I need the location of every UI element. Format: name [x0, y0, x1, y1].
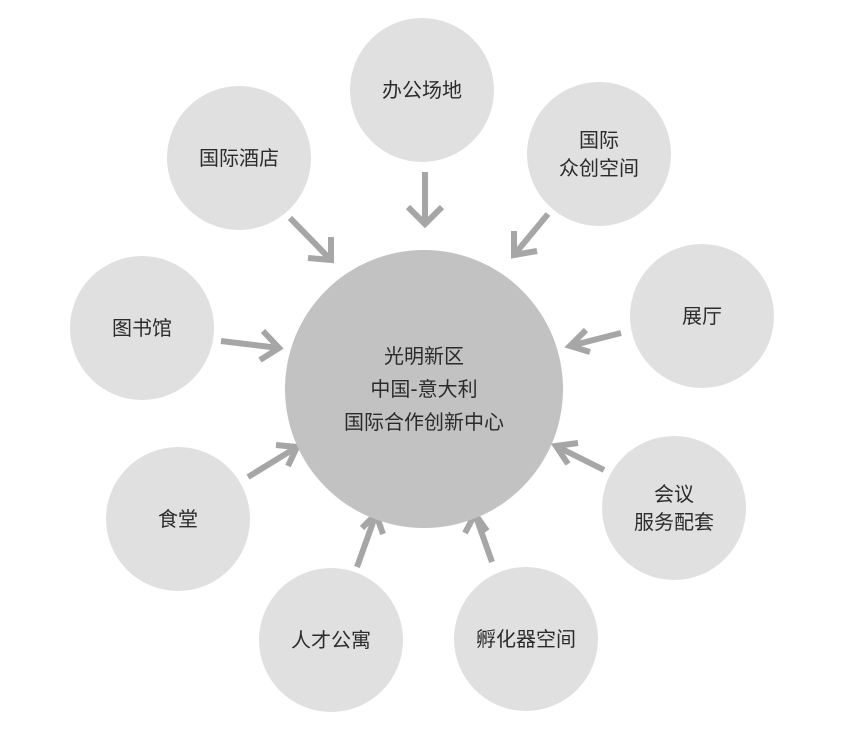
node-incubator-space-label: 孵化器空间 [476, 627, 576, 651]
node-canteen-label: 食堂 [158, 507, 198, 531]
node-intl-coworking: 国际 众创空间 [527, 82, 671, 226]
node-intl-coworking-label-1: 国际 [579, 128, 619, 152]
node-exhibition-hall-label: 展厅 [682, 304, 722, 328]
node-intl-coworking-label-2: 众创空间 [559, 156, 639, 180]
arrow-incubator-space [462, 508, 495, 564]
node-office-space-label: 办公场地 [382, 78, 462, 102]
node-canteen: 食堂 [106, 447, 250, 591]
center-node: 光明新区 中国-意大利 国际合作创新中心 [285, 250, 563, 528]
arrow-office-space [405, 172, 445, 229]
center-line-2: 中国-意大利 [370, 376, 478, 401]
center-line-1: 光明新区 [384, 343, 464, 368]
node-library: 图书馆 [70, 256, 214, 400]
node-intl-hotel-label: 国际酒店 [199, 146, 279, 170]
node-conference-services: 会议 服务配套 [602, 436, 746, 580]
node-conference-services-label-2: 服务配套 [634, 510, 714, 534]
arrow-intl-hotel [287, 215, 334, 264]
arrow-library [220, 328, 284, 363]
node-office-space: 办公场地 [350, 18, 494, 162]
node-talent-apartment: 人才公寓 [259, 568, 403, 712]
arrow-talent-apartment [354, 508, 386, 569]
arrow-canteen [246, 442, 302, 480]
node-intl-hotel: 国际酒店 [167, 86, 311, 230]
node-conference-services-label-1: 会议 [654, 482, 694, 506]
node-library-label: 图书馆 [112, 316, 172, 340]
node-incubator-space: 孵化器空间 [454, 567, 598, 711]
arrow-intl-coworking [511, 212, 551, 259]
node-exhibition-hall: 展厅 [630, 244, 774, 388]
node-talent-apartment-label: 人才公寓 [291, 628, 371, 652]
center-line-3: 国际合作创新中心 [344, 409, 504, 434]
arrow-exhibition-hall [564, 327, 622, 355]
arrow-conference-services [550, 440, 606, 473]
